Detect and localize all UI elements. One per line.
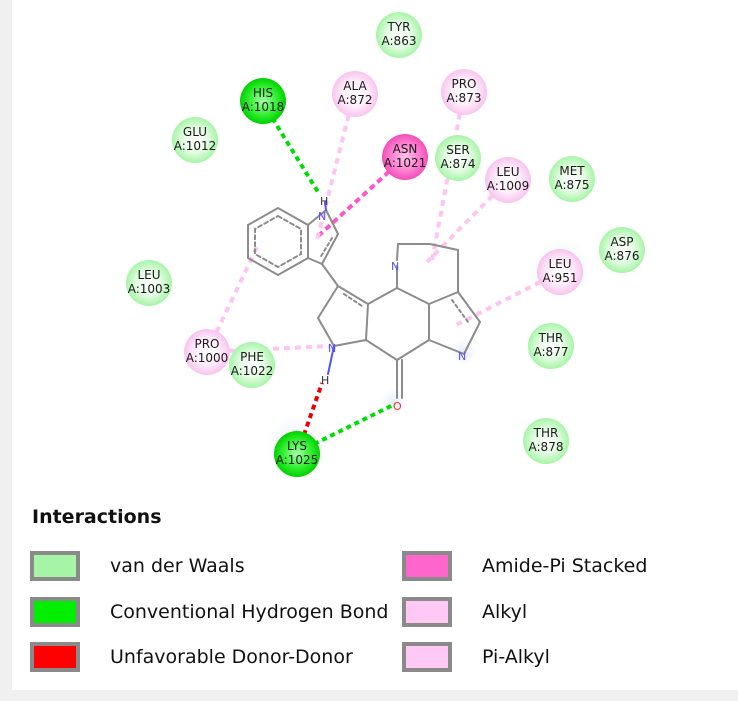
residue-his1018: HIS A:1018 bbox=[240, 78, 286, 124]
svg-text:A:874: A:874 bbox=[441, 157, 476, 171]
residue-asp876: ASP A:876 bbox=[599, 227, 645, 273]
pi-alkyl-leu951 bbox=[451, 270, 561, 329]
svg-text:A:1022: A:1022 bbox=[231, 364, 274, 378]
legend-label: van der Waals bbox=[110, 555, 245, 577]
svg-text:A:876: A:876 bbox=[605, 249, 640, 263]
svg-text:GLU: GLU bbox=[183, 125, 207, 139]
residue-ser874: SER A:874 bbox=[435, 135, 481, 181]
svg-text:A:1021: A:1021 bbox=[384, 156, 427, 170]
svg-text:ASP: ASP bbox=[610, 235, 633, 249]
legend-item-conventional-hydrogen-bond: Conventional Hydrogen Bond bbox=[30, 594, 388, 630]
legend-swatch-pi-alkyl bbox=[402, 642, 452, 672]
residue-asn1021: ASN A:1021 bbox=[382, 134, 428, 180]
residue-leu951: LEU A:951 bbox=[537, 249, 583, 295]
svg-text:PRO: PRO bbox=[194, 337, 219, 351]
residue-tyr863: TYR A:863 bbox=[376, 12, 422, 58]
alkyl-leu1009 bbox=[425, 178, 510, 264]
legend-item-unfavorable-donor-donor: Unfavorable Donor-Donor bbox=[30, 639, 353, 675]
svg-text:A:872: A:872 bbox=[338, 93, 373, 107]
svg-text:A:877: A:877 bbox=[534, 345, 569, 359]
svg-text:A:878: A:878 bbox=[529, 440, 564, 454]
ligand-interaction-diagram: H N N N H N O TYR A:863 HIS A:1018 ALA bbox=[126, 12, 645, 478]
legend-swatch-alkyl bbox=[402, 597, 452, 627]
atom-h-indole: H bbox=[320, 195, 328, 208]
residue-ala872: ALA A:872 bbox=[332, 71, 378, 117]
atom-n-pyrrole-left: N bbox=[328, 342, 336, 355]
svg-text:LEU: LEU bbox=[137, 268, 160, 282]
svg-text:A:875: A:875 bbox=[555, 178, 590, 192]
legend-item-pi-alkyl: Pi-Alkyl bbox=[402, 639, 550, 675]
ligand-structure bbox=[247, 201, 481, 399]
svg-text:ASN: ASN bbox=[393, 142, 418, 156]
svg-text:LEU: LEU bbox=[548, 257, 571, 271]
alkyl-ala872 bbox=[315, 93, 356, 241]
residue-pro873: PRO A:873 bbox=[441, 69, 487, 115]
svg-text:A:1018: A:1018 bbox=[242, 100, 285, 114]
svg-text:A:1000: A:1000 bbox=[186, 351, 229, 365]
interaction-diagram-panel: H N N N H N O TYR A:863 HIS A:1018 ALA bbox=[12, 0, 738, 690]
residue-leu1009: LEU A:1009 bbox=[485, 157, 531, 203]
svg-text:A:951: A:951 bbox=[543, 271, 578, 285]
atom-o-carbonyl: O bbox=[393, 400, 402, 413]
legend-title: Interactions bbox=[32, 506, 162, 528]
svg-text:A:1003: A:1003 bbox=[128, 282, 171, 296]
legend-swatch-unfavorable-donor-donor bbox=[30, 642, 80, 672]
residue-glu1012: GLU A:1012 bbox=[172, 117, 218, 163]
residue-phe1022: PHE A:1022 bbox=[229, 342, 275, 388]
atom-n-pyridine: N bbox=[391, 260, 399, 273]
legend-label: Pi-Alkyl bbox=[482, 646, 550, 668]
svg-text:A:873: A:873 bbox=[447, 91, 482, 105]
legend-swatch-van-der-waals bbox=[30, 551, 80, 581]
svg-text:PRO: PRO bbox=[451, 77, 476, 91]
svg-text:A:1025: A:1025 bbox=[276, 453, 319, 467]
svg-text:A:863: A:863 bbox=[382, 34, 417, 48]
svg-text:TYR: TYR bbox=[387, 20, 411, 34]
pi-alkyl-pro1000-b bbox=[206, 344, 331, 354]
legend-label: Unfavorable Donor-Donor bbox=[110, 646, 353, 668]
svg-text:A:1012: A:1012 bbox=[174, 139, 217, 153]
svg-text:SER: SER bbox=[446, 143, 470, 157]
residue-lys1025: LYS A:1025 bbox=[274, 431, 320, 477]
residue-met875: MET A:875 bbox=[549, 156, 595, 202]
legend-swatch-amide-pi-stacked bbox=[402, 551, 452, 581]
legend-item-van-der-waals: van der Waals bbox=[30, 548, 245, 584]
svg-text:THR: THR bbox=[533, 426, 559, 440]
atom-labels: H N N N H N O bbox=[318, 195, 466, 413]
legend-item-alkyl: Alkyl bbox=[402, 594, 527, 630]
residue-leu1003: LEU A:1003 bbox=[126, 260, 172, 306]
svg-text:LEU: LEU bbox=[496, 165, 519, 179]
legend-label: Conventional Hydrogen Bond bbox=[110, 601, 389, 623]
residue-discs: TYR A:863 HIS A:1018 ALA A:872 PRO A:873… bbox=[126, 12, 645, 477]
legend-item-amide-pi-stacked: Amide-Pi Stacked bbox=[402, 548, 647, 584]
atom-h-pyrrole-left: H bbox=[321, 374, 329, 387]
svg-text:HIS: HIS bbox=[253, 86, 273, 100]
svg-text:ALA: ALA bbox=[343, 79, 367, 93]
svg-text:PHE: PHE bbox=[240, 350, 264, 364]
residue-thr878: THR A:878 bbox=[523, 418, 569, 464]
atom-n-pyrrole-right: N bbox=[458, 350, 466, 363]
legend-label: Alkyl bbox=[482, 601, 528, 623]
residue-thr877: THR A:877 bbox=[528, 323, 574, 369]
svg-text:LYS: LYS bbox=[287, 439, 307, 453]
svg-text:THR: THR bbox=[538, 331, 564, 345]
atom-n-indole: N bbox=[318, 210, 326, 223]
svg-text:A:1009: A:1009 bbox=[487, 179, 530, 193]
residue-pro1000: PRO A:1000 bbox=[184, 329, 230, 375]
svg-text:MET: MET bbox=[559, 164, 585, 178]
legend-label: Amide-Pi Stacked bbox=[482, 555, 648, 577]
legend-swatch-conventional-hydrogen-bond bbox=[30, 597, 80, 627]
pi-alkyl-pro1000 bbox=[205, 244, 260, 353]
